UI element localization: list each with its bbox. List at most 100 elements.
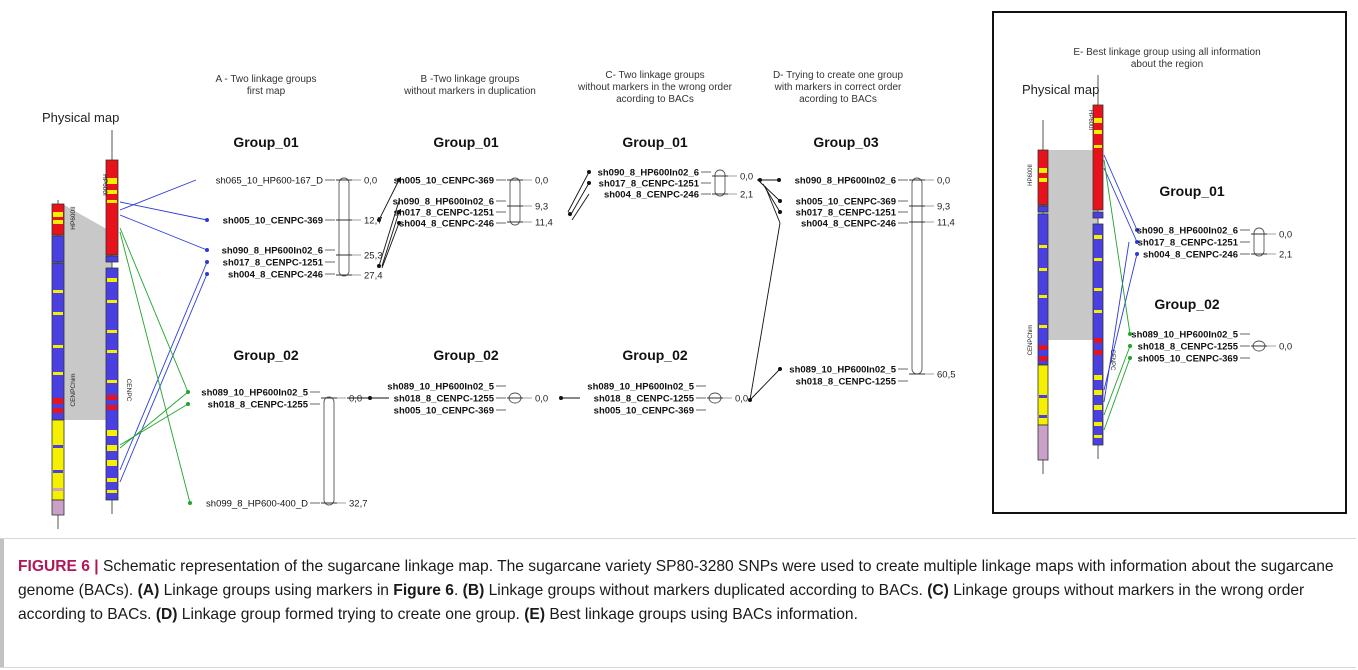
chrom-e-hp600ii-band [1039, 178, 1047, 182]
chrom-hp600i-band [107, 478, 117, 482]
physical-map-label: Physical map [42, 110, 119, 125]
chrom-label: CENPC [1109, 349, 1115, 371]
group-title: Group_02 [433, 347, 499, 363]
chrom-hp600ii-segment [51, 235, 65, 263]
marker-dot [188, 501, 192, 505]
chrom-hp600ii-band [53, 212, 63, 217]
linkage-groups-layer: Group_01sh065_10_HP600-167_Dsh005_10_CEN… [201, 134, 1292, 510]
marker-label: sh089_10_HP600In02_5 [1131, 330, 1238, 341]
marker-dot [758, 178, 762, 182]
chrom-hp600ii [51, 200, 65, 529]
marker-position: 0,0 [1279, 342, 1292, 353]
panel-title-c: without markers in the wrong order [577, 82, 733, 93]
chromosome-layer [51, 75, 1104, 529]
marker-dot [778, 367, 782, 371]
marker-dot [368, 396, 372, 400]
chrom-e-hp600ii-band [1039, 245, 1047, 248]
marker-dot [587, 181, 591, 185]
marker-label: sh004_8_CENPC-246 [604, 190, 699, 201]
marker-label: sh005_10_CENPC-369 [1138, 354, 1238, 365]
chrom-e-hp600ii-band [1039, 295, 1047, 298]
marker-dot [587, 170, 591, 174]
chrom-hp600i-band [107, 395, 117, 400]
caption-segment: Best linkage groups using BACs informati… [545, 606, 858, 623]
chrom-hp600i-band [107, 200, 117, 203]
marker-dot [568, 212, 572, 216]
marker-link [119, 231, 191, 504]
chrom-hp600ii-band [53, 408, 63, 413]
chrom-hp600ii-segment [51, 499, 65, 516]
linkage-group-b1: Group_01sh005_10_CENPC-369sh090_8_HP600I… [393, 134, 553, 230]
panel-title-c: C- Two linkage groups [605, 70, 704, 81]
chrom-e-hp600i-band [1094, 118, 1102, 123]
group-title: Group_02 [622, 347, 688, 363]
marker-position: 12,7 [364, 216, 383, 227]
link-layer [119, 154, 1139, 505]
marker-dot [205, 272, 209, 276]
marker-link [1103, 241, 1130, 403]
marker-position: 0,0 [535, 394, 548, 405]
marker-position: 2,1 [740, 190, 753, 201]
caption-segment: (C) [927, 582, 949, 599]
marker-label: sh017_8_CENPC-1251 [223, 258, 324, 269]
marker-link [119, 201, 208, 221]
marker-dot [777, 178, 781, 182]
linkage-bar [338, 177, 350, 277]
marker-label: sh005_10_CENPC-369 [594, 406, 694, 417]
marker-link [119, 391, 189, 449]
marker-position: 0,0 [735, 394, 748, 405]
chrom-e-hp600i-segment [1092, 104, 1104, 211]
chrom-label: HP600II [1028, 164, 1034, 186]
marker-label: sh017_8_CENPC-1251 [1138, 238, 1239, 249]
marker-label: sh090_8_HP600In02_6 [1137, 226, 1238, 237]
synteny-band [64, 205, 112, 420]
marker-label: sh017_8_CENPC-1251 [796, 208, 897, 219]
chrom-e-hp600i-band [1094, 338, 1102, 343]
marker-label: sh099_8_HP600-400_D [206, 499, 308, 510]
marker-position: 0,0 [349, 394, 362, 405]
marker-position: 0,0 [364, 176, 377, 187]
linkage-group-e2: Group_02sh089_10_HP600In02_5sh018_8_CENP… [1131, 296, 1292, 365]
chrom-label: HP600II [70, 206, 77, 230]
chrom-e-hp600i-band [1094, 390, 1102, 395]
chrom-hp600i-band [107, 405, 117, 410]
panel-title-d: with markers in correct order [774, 82, 902, 93]
marker-dot [1128, 356, 1132, 360]
caption-segment: Figure 6 [393, 582, 454, 599]
marker-link [378, 179, 400, 221]
chrom-hp600ii-band [53, 445, 63, 448]
chrom-hp600ii-band [53, 398, 63, 404]
marker-label: sh018_8_CENPC-1255 [208, 400, 309, 411]
chrom-hp600ii-band [53, 345, 63, 348]
marker-link [1103, 154, 1138, 231]
marker-link [569, 182, 590, 217]
chrom-e-hp600i-band [1094, 145, 1102, 148]
linkage-bar [714, 169, 726, 197]
chrom-e-hp600i-band [1094, 258, 1102, 261]
marker-link [749, 222, 781, 401]
marker-label: sh004_8_CENPC-246 [399, 219, 494, 230]
marker-link [119, 179, 197, 211]
chrom-e-hp600i-band [1094, 350, 1102, 355]
marker-label: sh089_10_HP600In02_5 [201, 388, 308, 399]
panel-title-e: E- Best linkage group using all informat… [1073, 47, 1260, 58]
marker-link [119, 261, 208, 471]
marker-link [764, 185, 781, 224]
marker-label: sh004_8_CENPC-246 [801, 219, 896, 230]
marker-link [381, 222, 400, 269]
chrom-e-hp600ii-band [1039, 268, 1047, 271]
chrom-hp600ii-segment [51, 262, 65, 421]
chrom-hp600ii-band [53, 470, 63, 473]
marker-dot [1135, 252, 1139, 256]
marker-dot [186, 402, 190, 406]
chrom-hp600ii-band [53, 312, 63, 315]
chrom-e-hp600i-band [1094, 130, 1102, 134]
marker-position: 9,3 [937, 202, 950, 213]
chrom-e-hp600i-band [1094, 235, 1102, 239]
marker-dot [205, 260, 209, 264]
chrom-hp600i-band [107, 460, 117, 466]
marker-label: sh090_8_HP600In02_6 [795, 176, 896, 187]
marker-position: 27,4 [364, 271, 383, 282]
marker-label: sh018_8_CENPC-1255 [594, 394, 695, 405]
chrom-hp600i-band [107, 430, 117, 436]
